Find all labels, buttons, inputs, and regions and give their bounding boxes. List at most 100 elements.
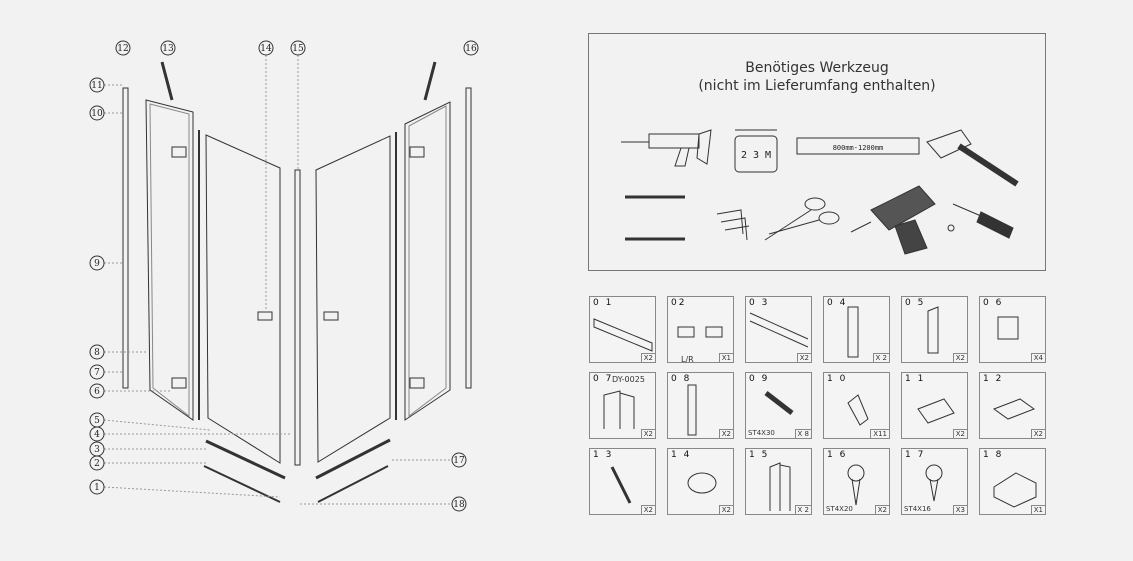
callout-label: 3 bbox=[94, 445, 100, 455]
part-quantity: X3 bbox=[952, 505, 967, 514]
part-quantity: X1 bbox=[718, 353, 733, 362]
part-number: 0 1 bbox=[593, 298, 614, 308]
part-illustration bbox=[749, 312, 809, 348]
callout-1: 1 bbox=[89, 479, 105, 495]
callout-18: 18 bbox=[451, 496, 467, 512]
callout-5: 5 bbox=[89, 412, 105, 428]
part-illustration bbox=[925, 464, 943, 502]
left-door-panel bbox=[205, 134, 281, 464]
left-wall-profile bbox=[122, 87, 129, 389]
part-cell: 0 5 X2 bbox=[901, 296, 968, 363]
screwdriver-icon bbox=[947, 203, 1014, 239]
part-number: 1 0 bbox=[827, 374, 848, 384]
part-note: DY-0025 bbox=[612, 375, 645, 384]
part-illustration bbox=[610, 466, 632, 504]
callout-12: 12 bbox=[115, 40, 131, 56]
part-cell: 1 0 X11 bbox=[823, 372, 890, 439]
callout-label: 16 bbox=[465, 44, 477, 54]
part-number: 02 bbox=[671, 298, 687, 308]
center-post bbox=[294, 169, 301, 466]
part-number: 0 7 bbox=[593, 374, 614, 384]
part-illustration bbox=[677, 326, 723, 338]
callout-9: 9 bbox=[89, 255, 105, 271]
callout-label: 17 bbox=[453, 456, 465, 466]
callout-label: 5 bbox=[94, 416, 100, 426]
callout-label: 18 bbox=[453, 500, 465, 510]
callout-13: 13 bbox=[160, 40, 176, 56]
part-quantity: X2 bbox=[952, 353, 967, 362]
part-illustration bbox=[687, 472, 717, 494]
part-quantity: X2 bbox=[952, 429, 967, 438]
part-cell: 1 6 X2 ST4X20 bbox=[823, 448, 890, 515]
part-cell: 1 5 X 2 bbox=[745, 448, 812, 515]
part-note: ST4X20 bbox=[826, 505, 853, 513]
right-fixed-panel bbox=[404, 101, 451, 421]
part-quantity: X 2 bbox=[794, 505, 811, 514]
part-illustration bbox=[847, 464, 865, 506]
callout-2: 2 bbox=[89, 455, 105, 471]
callout-label: 7 bbox=[94, 368, 100, 378]
part-quantity: X2 bbox=[640, 353, 655, 362]
right-wall-profile bbox=[465, 87, 472, 389]
part-illustration bbox=[769, 462, 791, 511]
callout-label: 1 bbox=[94, 483, 100, 493]
part-number: 0 3 bbox=[749, 298, 770, 308]
part-quantity: X1 bbox=[1030, 505, 1045, 514]
part-number: 0 9 bbox=[749, 374, 770, 384]
part-number: 1 5 bbox=[749, 450, 770, 460]
part-number: 1 3 bbox=[593, 450, 614, 460]
part-illustration bbox=[917, 398, 955, 424]
right-door-panel bbox=[315, 135, 391, 463]
part-cell: 1 2 X2 bbox=[979, 372, 1046, 439]
callout-label: 12 bbox=[117, 44, 128, 54]
required-tools-panel: Benötiges Werkzeug (nicht im Lieferumfan… bbox=[588, 33, 1046, 271]
part-illustration bbox=[687, 384, 697, 436]
part-number: 0 8 bbox=[671, 374, 692, 384]
tools-title: Benötiges Werkzeug bbox=[745, 60, 889, 76]
part-number: 1 2 bbox=[983, 374, 1004, 384]
part-note: ST4X30 bbox=[748, 429, 775, 437]
part-note: L/R bbox=[681, 355, 694, 364]
callout-10: 10 bbox=[89, 105, 105, 121]
callout-3: 3 bbox=[89, 441, 105, 457]
part-illustration bbox=[764, 391, 794, 415]
callout-11: 11 bbox=[89, 77, 105, 93]
callout-4: 4 bbox=[89, 426, 105, 442]
callout-label: 10 bbox=[91, 109, 103, 119]
part-illustration bbox=[847, 306, 859, 358]
part-quantity: X11 bbox=[870, 429, 889, 438]
callout-label: 13 bbox=[162, 44, 174, 54]
spirit-level-icon bbox=[796, 137, 920, 155]
part-illustration bbox=[927, 306, 939, 354]
hammer-icon bbox=[926, 129, 1019, 187]
part-quantity: X2 bbox=[640, 429, 655, 438]
part-illustration bbox=[997, 316, 1019, 340]
part-number: 0 5 bbox=[905, 298, 926, 308]
callout-label: 14 bbox=[260, 44, 272, 54]
tools-subtitle: (nicht im Lieferumfang enthalten) bbox=[698, 78, 936, 94]
part-cell: 0 1 X2 bbox=[589, 296, 656, 363]
part-quantity: X2 bbox=[1030, 429, 1045, 438]
part-quantity: X2 bbox=[874, 505, 889, 514]
callout-label: 8 bbox=[94, 348, 100, 358]
part-number: 1 6 bbox=[827, 450, 848, 460]
silicone-gun-icon bbox=[621, 129, 712, 167]
part-illustration bbox=[603, 390, 635, 429]
part-quantity: X2 bbox=[718, 429, 733, 438]
part-note: ST4X16 bbox=[904, 505, 931, 513]
part-illustration bbox=[993, 472, 1037, 508]
part-quantity: X 8 bbox=[794, 429, 811, 438]
scissors-icon bbox=[764, 197, 840, 241]
part-illustration bbox=[992, 398, 1036, 420]
part-cell: 0 9 X 8 ST4X30 bbox=[745, 372, 812, 439]
callout-label: 15 bbox=[292, 44, 304, 54]
